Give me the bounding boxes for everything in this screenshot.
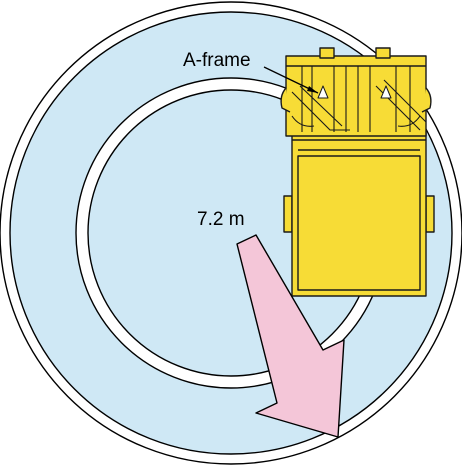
a-frame-marker-left: [317, 85, 329, 99]
radius-label: 7.2 m: [197, 209, 245, 230]
vehicle-cab: [297, 155, 421, 291]
a-frame-label: A-frame: [183, 50, 251, 71]
left-mirror: [283, 195, 293, 233]
right-mirror: [425, 195, 435, 233]
a-frame-leader-line: [263, 66, 319, 94]
vehicle-top-view: [280, 47, 435, 297]
a-frame-marker-right: [380, 85, 392, 99]
radius-arrow: [236, 234, 345, 438]
rear-attachment: [285, 55, 427, 137]
